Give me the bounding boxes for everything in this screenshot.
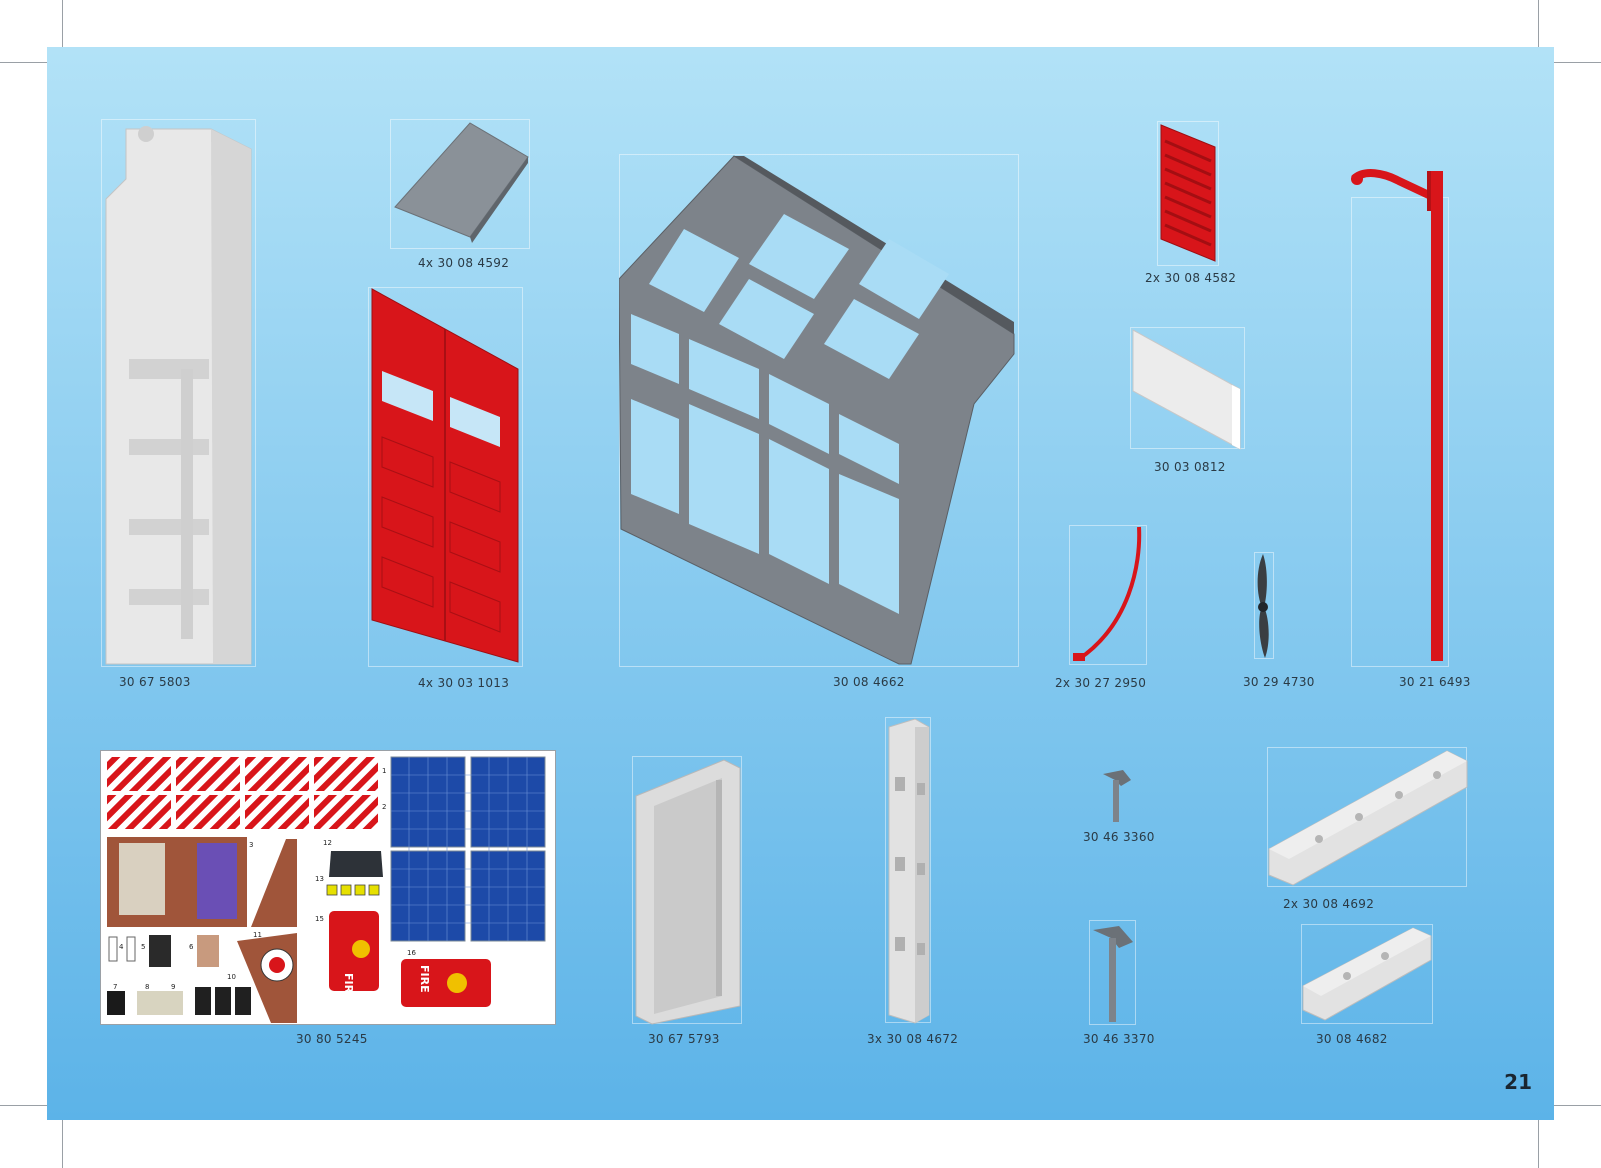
short-beam-image xyxy=(1301,924,1435,1024)
part-frame xyxy=(1089,920,1136,1025)
sticker-number: 5 xyxy=(141,943,145,951)
part-frame xyxy=(619,154,1019,667)
solar-panel-sticker xyxy=(390,756,546,942)
roof-tile-image xyxy=(390,119,530,249)
hose-image xyxy=(1069,525,1149,665)
fire-sticker-text: FIRE xyxy=(342,973,355,1001)
part-frame xyxy=(1130,327,1245,449)
crop-mark xyxy=(62,0,63,47)
crop-mark xyxy=(1554,62,1601,63)
part-frame xyxy=(632,756,742,1024)
white-plate-image xyxy=(1130,327,1245,452)
sticker-number: 12 xyxy=(323,839,332,847)
pillar-image xyxy=(885,717,933,1025)
svg-text:FIRE: FIRE xyxy=(418,965,431,993)
long-beam-image xyxy=(1267,747,1469,889)
lamp-pole-image xyxy=(1349,167,1449,667)
part-frame xyxy=(1254,552,1274,659)
part-label: 30 29 4730 xyxy=(1243,675,1315,689)
parts-panel: 30 67 5803 4x 30 08 4592 4x 30 03 1013 xyxy=(47,47,1554,1120)
part-label: 2x 30 08 4692 xyxy=(1283,897,1375,911)
small-axe-image xyxy=(1101,766,1133,824)
crop-mark xyxy=(1554,1105,1601,1106)
part-label: 2x 30 27 2950 xyxy=(1055,676,1147,690)
propeller-image xyxy=(1247,552,1281,662)
hazard-stripe-sticker xyxy=(107,757,378,829)
sticker-number: 10 xyxy=(227,973,236,981)
window-frame-image xyxy=(619,154,1019,669)
part-frame xyxy=(1267,747,1467,887)
sticker-number: 11 xyxy=(253,931,262,939)
part-frame xyxy=(1351,197,1449,667)
sticker-number: 2 xyxy=(382,803,386,811)
crop-mark xyxy=(0,1105,47,1106)
part-label: 30 46 3370 xyxy=(1083,1032,1155,1046)
sticker-number: 7 xyxy=(113,983,117,991)
part-label: 3x 30 08 4672 xyxy=(867,1032,959,1046)
clock-sticker xyxy=(237,933,297,1023)
sticker-number: 8 xyxy=(145,983,149,991)
crop-mark xyxy=(1538,0,1539,47)
wall-panel-small-image xyxy=(632,756,744,1026)
part-label: 4x 30 08 4592 xyxy=(418,256,510,270)
page-number: 21 xyxy=(1504,1070,1532,1094)
wall-panel-tall-image xyxy=(101,119,261,669)
part-frame xyxy=(390,119,530,249)
sticker-number: 13 xyxy=(315,875,324,883)
part-label: 30 46 3360 xyxy=(1083,830,1155,844)
crop-mark xyxy=(1538,1120,1539,1168)
part-frame xyxy=(101,119,256,667)
sticker-number: 3 xyxy=(249,841,253,849)
part-label: 30 08 4682 xyxy=(1316,1032,1388,1046)
part-label: 4x 30 03 1013 xyxy=(418,676,510,690)
part-label: 30 21 6493 xyxy=(1399,675,1471,689)
sticker-sheet-image: FIRE FIRE 1 2 3 4 5 6 7 8 xyxy=(100,750,556,1025)
brick-wall-sticker xyxy=(107,837,297,927)
red-shutter-image xyxy=(1157,121,1219,266)
part-label: 30 67 5793 xyxy=(648,1032,720,1046)
part-frame xyxy=(1069,525,1147,665)
sticker-number: 4 xyxy=(119,943,124,951)
part-label: 30 80 5245 xyxy=(296,1032,368,1046)
large-axe-image xyxy=(1089,920,1137,1026)
crop-mark xyxy=(0,62,47,63)
part-label: 30 03 0812 xyxy=(1154,460,1226,474)
part-frame xyxy=(885,717,931,1023)
part-label: 30 67 5803 xyxy=(119,675,191,689)
part-frame xyxy=(1301,924,1433,1024)
sticker-number: 6 xyxy=(189,943,194,951)
part-frame xyxy=(1157,121,1219,266)
sticker-number: 15 xyxy=(315,915,324,923)
part-label: 30 08 4662 xyxy=(833,675,905,689)
sticker-number: 9 xyxy=(171,983,175,991)
crop-mark xyxy=(62,1120,63,1168)
red-door-image xyxy=(368,287,523,667)
sticker-number: 16 xyxy=(407,949,416,957)
part-frame xyxy=(368,287,523,667)
sticker-number: 1 xyxy=(382,767,386,775)
part-label: 2x 30 08 4582 xyxy=(1145,271,1237,285)
